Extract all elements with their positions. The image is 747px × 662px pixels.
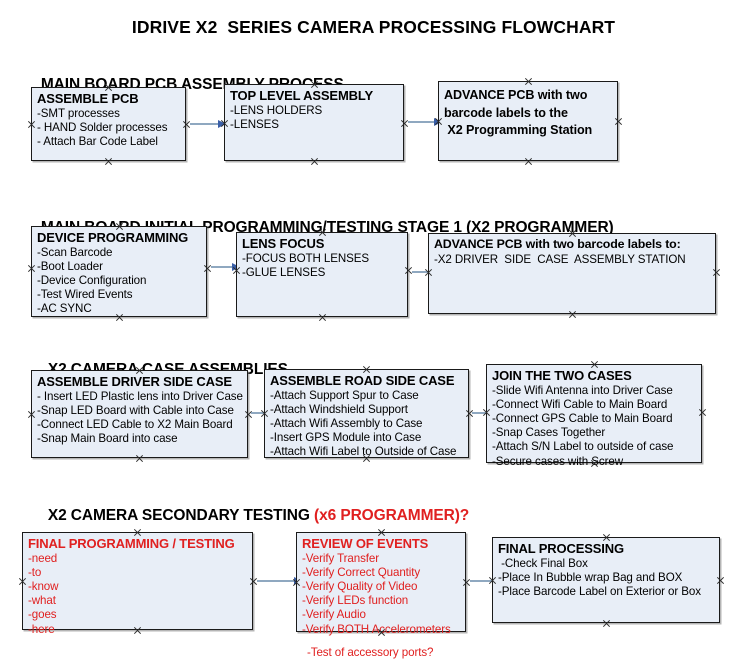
box-line: -Secure cases with Screw xyxy=(492,454,623,468)
box-line: -Insert GPS Module into Case xyxy=(270,431,422,445)
box-title: FINAL PROCESSING xyxy=(498,541,624,556)
box-join-the-two-cases[interactable]: JOIN THE TWO CASES -Slide Wifi Antenna i… xyxy=(486,364,702,468)
box-line: -Slide Wifi Antenna into Driver Case xyxy=(492,383,673,397)
box-line: -Verify LEDs function xyxy=(302,594,409,608)
box-line: barcode labels to the xyxy=(444,105,568,120)
box-line: -Verify Audio xyxy=(302,608,366,622)
connector-arrow xyxy=(408,117,442,126)
box-line: -Attach Wifi Assembly to Case xyxy=(270,416,423,430)
box-assemble-road-side-case[interactable]: ASSEMBLE ROAD SIDE CASE -Attach Support … xyxy=(264,369,469,458)
box-advance-pcb-driver-side-case[interactable]: ADVANCE PCB with two barcode labels to: … xyxy=(428,233,716,314)
box-line: -here xyxy=(28,622,55,636)
box-line: -Place Barcode Label on Exterior or Box xyxy=(498,584,701,598)
box-line: -Snap LED Board with Cable into Case xyxy=(37,403,234,417)
box-content: TOP LEVEL ASSEMBLY -LENS HOLDERS -LENSES xyxy=(230,88,401,132)
box-line: -Place In Bubble wrap Bag and BOX xyxy=(498,570,683,584)
box-line: -Attach S/N Label to outside of case xyxy=(492,440,674,454)
box-line-overflow: -Test of accessory ports? xyxy=(307,646,434,659)
box-content: JOIN THE TWO CASES -Slide Wifi Antenna i… xyxy=(492,368,699,469)
box-line: - HAND Solder processes xyxy=(37,120,168,134)
box-content: FINAL PROGRAMMING / TESTING -need -to -k… xyxy=(28,536,250,637)
box-line: -Check Final Box xyxy=(498,556,588,570)
box-advance-pcb-programming-station[interactable]: ADVANCE PCB with two barcode labels to t… xyxy=(438,81,618,161)
connector-arrow xyxy=(211,262,240,271)
box-line: -SMT processes xyxy=(37,106,120,120)
box-line: -Connect GPS Cable to Main Board xyxy=(492,411,673,425)
box-title: REVIEW OF EVENTS xyxy=(302,536,429,551)
box-line: -Attach Wifi Label to Outside of Case xyxy=(270,445,457,459)
box-assemble-pcb[interactable]: ASSEMBLE PCB -SMT processes - HAND Solde… xyxy=(31,87,186,161)
box-content: ASSEMBLE PCB -SMT processes - HAND Solde… xyxy=(37,91,183,149)
box-lens-focus[interactable]: LENS FOCUS -FOCUS BOTH LENSES -GLUE LENS… xyxy=(236,232,408,317)
box-title: DEVICE PROGRAMMING xyxy=(37,230,189,245)
box-line: -Test Wired Events xyxy=(37,288,133,302)
box-title: TOP LEVEL ASSEMBLY xyxy=(230,88,373,103)
box-line: - Attach Bar Code Label xyxy=(37,134,158,148)
box-review-of-events[interactable]: REVIEW OF EVENTS -Verify Transfer -Verif… xyxy=(296,532,466,659)
box-line: -Snap Main Board into case xyxy=(37,432,178,446)
box-line: -Connect LED Cable to X2 Main Board xyxy=(37,417,233,431)
box-title: ASSEMBLE PCB xyxy=(37,91,139,106)
box-line: -know xyxy=(28,579,59,593)
box-line: -Boot Loader xyxy=(37,259,103,273)
box-line: X2 Programming Station xyxy=(444,123,593,137)
connector-arrow xyxy=(257,576,302,585)
box-title: ADVANCE PCB with two barcode labels to: xyxy=(434,237,681,251)
box-title: FINAL PROGRAMMING / TESTING xyxy=(28,536,235,551)
section-heading-accent: (x6 PROGRAMMER)? xyxy=(314,507,470,524)
box-line: -X2 DRIVER SIDE CASE ASSEMBLY STATION xyxy=(434,252,686,266)
section-heading-x2-camera-secondary-testing: X2 CAMERA SECONDARY TESTING (x6 PROGRAMM… xyxy=(31,489,469,543)
box-device-programming[interactable]: DEVICE PROGRAMMING -Scan Barcode -Boot L… xyxy=(31,226,207,317)
box-line: -FOCUS BOTH LENSES xyxy=(242,251,370,265)
box-line: -Verify BOTH Accelerometers xyxy=(302,622,451,636)
box-line: -need xyxy=(28,551,58,565)
box-line: -Device Configuration xyxy=(37,273,147,287)
box-title: ASSEMBLE DRIVER SIDE CASE xyxy=(37,374,232,389)
box-line: -Connect Wifi Cable to Main Board xyxy=(492,397,668,411)
box-content: LENS FOCUS -FOCUS BOTH LENSES -GLUE LENS… xyxy=(242,236,405,280)
box-line: -Verify Correct Quantity xyxy=(302,565,421,579)
page-title: IDRIVE X2 SERIES CAMERA PROCESSING FLOWC… xyxy=(131,17,616,37)
box-line: -Verify Quality of Video xyxy=(302,579,418,593)
box-line: -what xyxy=(28,594,56,608)
box-title: ADVANCE PCB with two xyxy=(444,88,588,102)
box-final-processing[interactable]: FINAL PROCESSING -Check Final Box -Place… xyxy=(492,537,720,623)
box-content: ADVANCE PCB with two barcode labels to t… xyxy=(444,87,615,140)
box-line: -Verify Transfer xyxy=(302,551,380,565)
connector-arrow xyxy=(190,119,226,128)
box-content: REVIEW OF EVENTS -Verify Transfer -Verif… xyxy=(302,536,463,659)
box-content: ADVANCE PCB with two barcode labels to: … xyxy=(434,237,713,267)
box-line: -GLUE LENSES xyxy=(242,265,326,279)
box-line: - Insert LED Plastic lens into Driver Ca… xyxy=(37,389,243,403)
box-content: ASSEMBLE ROAD SIDE CASE -Attach Support … xyxy=(270,373,466,460)
box-line: -Attach Support Spur to Case xyxy=(270,388,419,402)
section-heading-text: X2 CAMERA SECONDARY TESTING xyxy=(47,507,315,524)
box-final-programming-testing[interactable]: FINAL PROGRAMMING / TESTING -need -to -k… xyxy=(22,532,253,636)
box-content: DEVICE PROGRAMMING -Scan Barcode -Boot L… xyxy=(37,230,204,317)
box-line: -goes xyxy=(28,608,57,622)
box-line: -LENSES xyxy=(230,117,279,131)
box-content: ASSEMBLE DRIVER SIDE CASE - Insert LED P… xyxy=(37,374,245,446)
box-assemble-driver-side-case[interactable]: ASSEMBLE DRIVER SIDE CASE - Insert LED P… xyxy=(31,370,248,458)
box-line: -to xyxy=(28,565,42,579)
box-title: LENS FOCUS xyxy=(242,236,325,251)
box-top-level-assembly[interactable]: TOP LEVEL ASSEMBLY -LENS HOLDERS -LENSES xyxy=(224,84,404,161)
box-title: ASSEMBLE ROAD SIDE CASE xyxy=(270,373,455,388)
box-line: -Snap Cases Together xyxy=(492,426,606,440)
box-content: FINAL PROCESSING -Check Final Box -Place… xyxy=(498,541,717,599)
box-line: -AC SYNC xyxy=(37,302,92,316)
box-title: JOIN THE TWO CASES xyxy=(492,368,632,383)
box-line: -Attach Windshield Support xyxy=(270,402,408,416)
box-line: -LENS HOLDERS xyxy=(230,103,323,117)
box-line: -Scan Barcode xyxy=(37,245,113,259)
